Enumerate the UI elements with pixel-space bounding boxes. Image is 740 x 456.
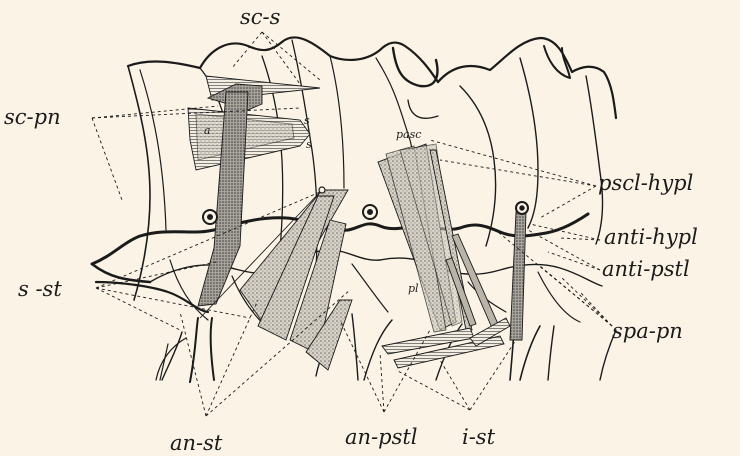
- label-s-st: s -st: [18, 277, 62, 301]
- label-i-st: i-st: [462, 425, 496, 449]
- label-s-small-2: s: [306, 138, 312, 151]
- label-s-small-1: s: [304, 114, 310, 127]
- label-sc-pn: sc-pn: [4, 105, 61, 129]
- muscle-bands: [188, 76, 526, 370]
- spiracle-1: [203, 210, 217, 224]
- label-anti-hypl: anti-hypl: [604, 225, 698, 249]
- body-outline: [92, 37, 616, 382]
- label-an-pstl: an-pstl: [345, 425, 418, 449]
- label-pl: pl: [408, 282, 419, 295]
- leader-lines: [92, 32, 612, 416]
- label-sc-s: sc-s: [240, 5, 281, 29]
- spiracle-2: [363, 205, 377, 219]
- label-pscl-hypl: pscl-hypl: [598, 171, 693, 195]
- label-anti-pstl: anti-pstl: [602, 257, 690, 281]
- label-spa-pn: spa-pn: [612, 319, 683, 343]
- label-an-st: an-st: [170, 431, 223, 455]
- spiracle-3: [516, 202, 528, 214]
- spiracles: [203, 187, 528, 224]
- pivot-point: [319, 187, 325, 193]
- label-pasc: pasc: [396, 128, 421, 141]
- label-a: a: [204, 124, 211, 137]
